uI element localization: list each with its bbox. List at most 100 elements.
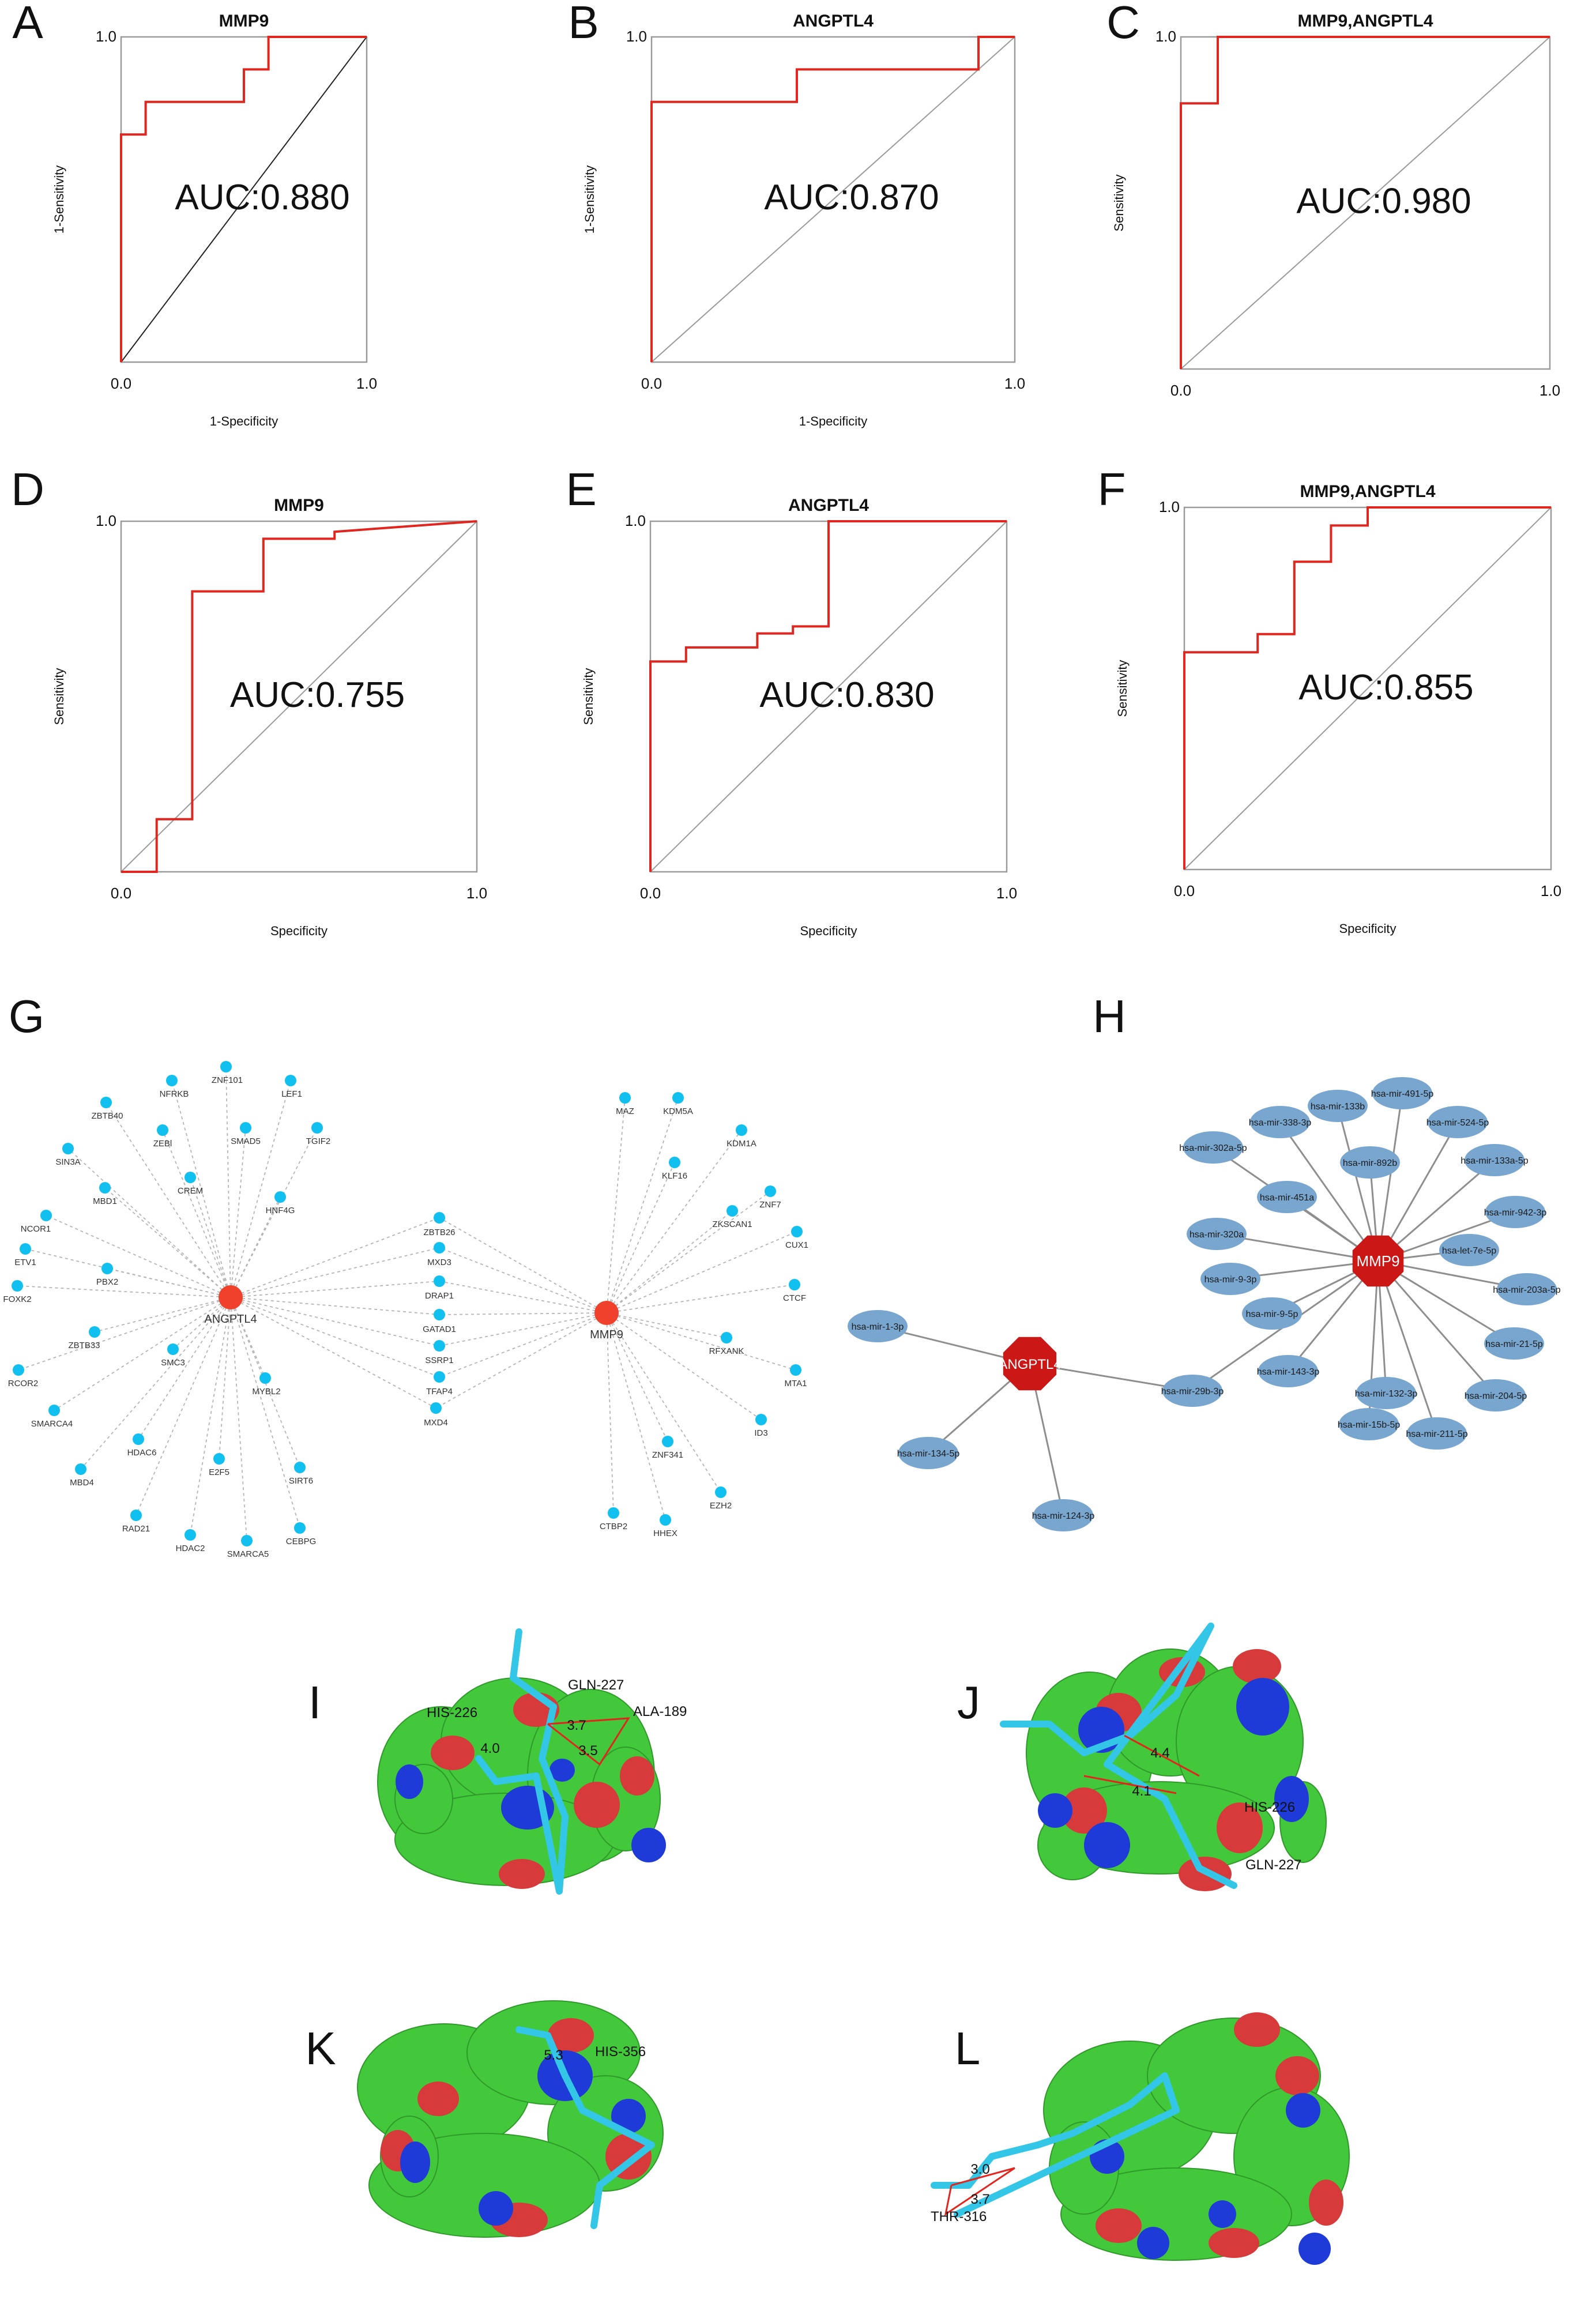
tf-label-drap1: DRAP1 xyxy=(425,1291,454,1301)
mirna-label-hsa-mir-9-3p: hsa-mir-9-3p xyxy=(1204,1275,1257,1285)
surface-oxygen-patch xyxy=(417,2082,459,2116)
mirna-label-hsa-let-7e-5p: hsa-let-7e-5p xyxy=(1442,1246,1496,1256)
surface-oxygen-patch xyxy=(1233,1649,1281,1684)
surface-oxygen-patch xyxy=(1209,2228,1259,2258)
edge-mmp9-rfxank xyxy=(606,1312,727,1338)
surface-nitrogen-patch xyxy=(479,2191,513,2226)
chart-title: MMP9 xyxy=(274,496,324,515)
edge-mmp9-tfap4 xyxy=(439,1312,607,1377)
tf-label-zbtb33: ZBTB33 xyxy=(68,1341,100,1350)
tf-node-kdm1a xyxy=(736,1124,747,1136)
x-tick-label: 0.0 xyxy=(111,884,131,902)
edge-mmp9-ctcf xyxy=(606,1284,795,1313)
edge-mmp9-id3 xyxy=(606,1312,762,1420)
tf-label-crem: CREM xyxy=(178,1186,203,1196)
mirna-label-hsa-mir-21-5p: hsa-mir-21-5p xyxy=(1485,1339,1543,1349)
surface-nitrogen-patch xyxy=(1137,2227,1169,2259)
edge-angptl4-tfap4 xyxy=(230,1297,440,1377)
tf-label-cebpg: CEBPG xyxy=(286,1537,317,1546)
mirna-node-hsa-mir-9-5p xyxy=(1242,1297,1302,1330)
mirna-label-hsa-mir-133a-5p: hsa-mir-133a-5p xyxy=(1461,1156,1528,1166)
tf-label-ncor1: NCOR1 xyxy=(21,1224,51,1234)
tf-label-mbd1: MBD1 xyxy=(93,1196,117,1206)
x-axis-label: 1-Specificity xyxy=(210,414,278,428)
edge-angptl4-lef1 xyxy=(230,1080,291,1298)
roc-panels: MMP9 0.0 1.0 1.0 1-Specificity 1-Sensitivity A… xyxy=(52,12,1561,938)
surface-oxygen-patch xyxy=(1275,2056,1319,2095)
y-tick-label: 1.0 xyxy=(96,28,116,45)
edge-angptl4-gatad1 xyxy=(230,1297,440,1315)
tf-node-rfxank xyxy=(721,1332,732,1343)
tf-label-pbx2: PBX2 xyxy=(96,1277,118,1287)
surface-nitrogen-patch xyxy=(396,1764,423,1799)
x-tick-label: 1.0 xyxy=(1004,375,1025,392)
tf-node-id3 xyxy=(755,1414,767,1425)
residue-label-his-226: HIS-226 xyxy=(427,1705,477,1721)
mirna-node-hsa-mir-211-5p xyxy=(1407,1417,1467,1450)
edge-angptl4-smc3 xyxy=(172,1297,231,1350)
tf-label-zebl: ZEBl xyxy=(153,1139,172,1149)
tf-label-sirt6: SIRT6 xyxy=(289,1476,313,1486)
edge-angptl4-hdac2 xyxy=(190,1297,231,1535)
tf-label-zbtb26: ZBTB26 xyxy=(423,1228,455,1237)
tf-node-smad5 xyxy=(240,1122,251,1134)
edge-mmp9-zbtb26 xyxy=(439,1217,607,1313)
edge-mmp9-ctbp2 xyxy=(606,1312,614,1514)
tf-label-zbtb40: ZBTB40 xyxy=(91,1111,123,1121)
tf-label-kdm5a: KDM5A xyxy=(663,1106,693,1116)
surface-nitrogen-patch xyxy=(400,2141,430,2183)
edge-mmp9-hsa-mir-491-5p xyxy=(1377,1093,1403,1262)
mirna-label-hsa-mir-132-3p: hsa-mir-132-3p xyxy=(1355,1389,1418,1399)
edge-mmp9-hsa-mir-524-5p xyxy=(1377,1121,1459,1262)
mirna-label-hsa-mir-302a-5p: hsa-mir-302a-5p xyxy=(1179,1143,1247,1153)
panel-letter-c: C xyxy=(1106,0,1140,48)
tf-node-znf341 xyxy=(662,1436,673,1447)
mirna-label-hsa-mir-320a: hsa-mir-320a xyxy=(1190,1230,1244,1240)
tf-node-ssrp1 xyxy=(434,1340,445,1352)
edge-mmp9-ezh2 xyxy=(606,1312,721,1493)
x-axis-label: Specificity xyxy=(1339,921,1396,936)
edge-angptl4-smarca4 xyxy=(54,1297,231,1411)
mirna-label-hsa-mir-942-3p: hsa-mir-942-3p xyxy=(1484,1208,1547,1218)
mirna-label-hsa-mir-491-5p: hsa-mir-491-5p xyxy=(1371,1089,1434,1099)
tf-node-mbd1 xyxy=(99,1182,111,1194)
surface-oxygen-patch xyxy=(1061,1787,1107,1834)
edge-angptl4-pbx2 xyxy=(107,1268,231,1298)
x-tick-label: 0.0 xyxy=(640,884,661,902)
tf-label-rfxank: RFXANK xyxy=(709,1346,744,1356)
tf-label-mxd4: MXD4 xyxy=(424,1418,448,1428)
tf-node-sin3a xyxy=(62,1143,74,1154)
tf-label-ezh2: EZH2 xyxy=(710,1501,732,1511)
mirna-label-hsa-mir-203a-5p: hsa-mir-203a-5p xyxy=(1493,1285,1560,1295)
roc-curve xyxy=(1183,506,1551,870)
distance-line xyxy=(1124,1734,1200,1777)
tf-node-gatad1 xyxy=(434,1309,445,1320)
distance-label: 3.7 xyxy=(970,2192,989,2207)
edge-mmp9-znf7 xyxy=(606,1191,771,1313)
tf-node-pbx2 xyxy=(101,1263,113,1274)
tf-label-znf7: ZNF7 xyxy=(759,1200,781,1210)
plot-frame xyxy=(120,520,478,873)
auc-annotation: AUC:0.870 xyxy=(764,178,939,217)
mirna-node-hsa-mir-9-3p xyxy=(1200,1263,1260,1295)
tf-node-tfap4 xyxy=(434,1371,445,1383)
tf-label-znf341: ZNF341 xyxy=(652,1450,683,1460)
mirna-node-hsa-mir-133a-5p xyxy=(1465,1144,1525,1176)
y-axis-label: 1-Sensitivity xyxy=(52,165,66,234)
hub-node-mmp9 xyxy=(1352,1235,1404,1287)
mirna-node-hsa-mir-320a xyxy=(1187,1218,1247,1250)
y-tick-label: 1.0 xyxy=(1159,498,1180,515)
mirna-label-hsa-mir-133b: hsa-mir-133b xyxy=(1311,1102,1365,1112)
distance-label: 5.3 xyxy=(544,2047,563,2063)
edge-angptl4-zbtb40 xyxy=(106,1102,231,1298)
edge-angptl4-cebpg xyxy=(230,1297,300,1529)
tf-node-e2f5 xyxy=(213,1453,225,1465)
y-tick-label: 1.0 xyxy=(1155,28,1176,45)
y-tick-label: 1.0 xyxy=(626,28,647,45)
tf-label-rcor2: RCOR2 xyxy=(8,1379,39,1388)
edge-mmp9-maz xyxy=(606,1097,626,1313)
distance-line xyxy=(944,2167,1015,2216)
reference-diagonal xyxy=(1184,507,1552,870)
mirna-node-hsa-mir-203a-5p xyxy=(1497,1273,1557,1305)
